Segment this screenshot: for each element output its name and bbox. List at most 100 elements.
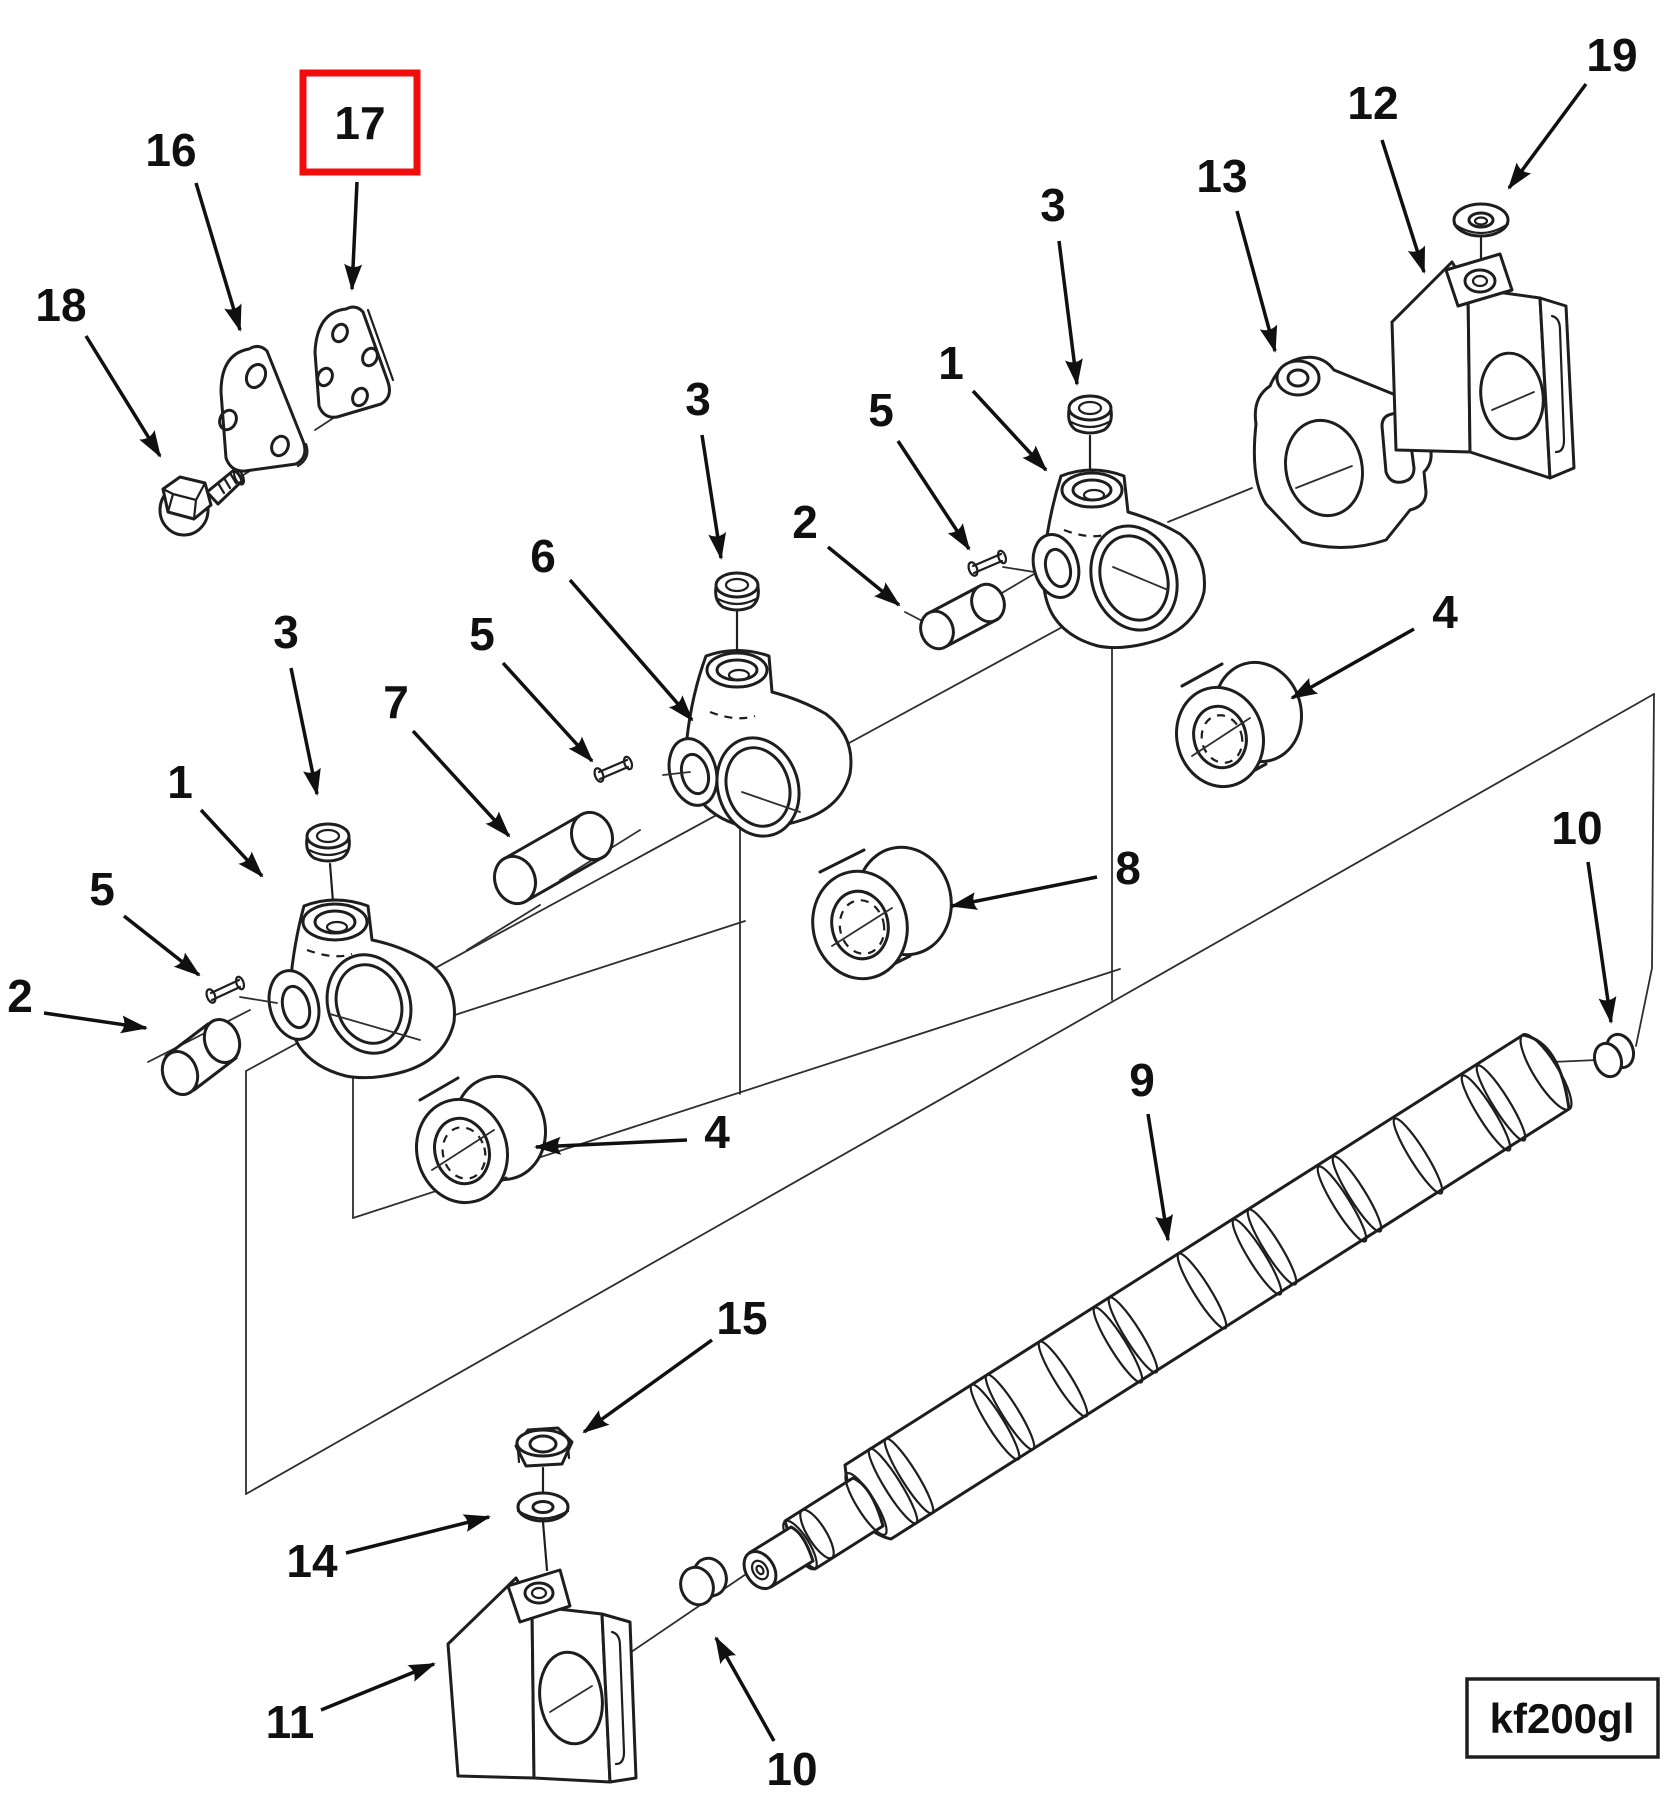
callout-1: 1 [938,337,1048,472]
callout-number: 2 [792,496,818,548]
callout-number: 11 [266,1696,315,1748]
callout-number: 10 [1551,802,1602,854]
callout-6: 6 [530,530,694,722]
callout-9: 9 [1129,1054,1173,1242]
callout-1: 1 [167,756,264,878]
callout-arrow [896,440,971,551]
callout-number: 18 [35,279,86,331]
callout-number: 2 [7,970,33,1022]
part-bolt [158,468,246,537]
callout-number: 15 [716,1292,767,1344]
callout-arrow [1235,210,1278,353]
callout-arrow [534,1136,688,1155]
callout-arrow [582,1338,714,1434]
part-pin-left [205,975,246,1004]
callout-number: 14 [286,1535,338,1587]
callout-17: 17 [299,69,421,291]
callout-arrow [1586,861,1617,1024]
callout-arrow [950,875,1098,910]
callout-10: 10 [714,1636,818,1795]
part-spacer-top [919,582,1006,651]
callout-arrow [84,335,162,458]
part-trunnion-right [1002,468,1206,649]
callout-number: 12 [1347,77,1398,129]
part-pin-top [967,549,1008,577]
figure-code-box: kf200gl [1465,1677,1660,1759]
part-spacer-left [160,1018,242,1096]
part-bracket-upper [1390,252,1576,480]
callout-arrow [194,182,242,332]
part-cap-right [1067,394,1113,435]
callout-2: 2 [7,970,148,1034]
callout-10: 10 [1551,802,1617,1024]
callout-arrow [971,389,1048,472]
callout-number: 7 [383,676,409,728]
part-bushing-middle [811,845,953,981]
part-washer-19 [1452,202,1510,238]
callout-number: 19 [1586,29,1637,81]
callout-arrow [122,914,201,977]
part-plate-16 [218,344,309,473]
part-cap-left [305,822,351,863]
part-plug-bottom [679,1556,728,1607]
callout-8: 8 [950,842,1141,910]
callout-arrow [1380,139,1426,274]
callout-number: 3 [273,606,299,658]
part-nut-15 [514,1426,574,1468]
callout-13: 13 [1196,150,1278,353]
callout-arrow [700,434,727,560]
callout-arrow [411,729,511,838]
highlight-box [299,69,421,176]
callout-3: 3 [273,606,321,796]
callout-number: 10 [766,1743,817,1795]
callout-number: 3 [1040,179,1066,231]
callout-4: 4 [1290,586,1458,700]
callout-arrow [1507,82,1588,190]
callout-number: 4 [1432,586,1458,638]
callout-14: 14 [286,1514,491,1587]
figure-code: kf200gl [1490,1695,1635,1742]
callout-arrow [345,1514,491,1555]
part-bracket-lower [446,1568,638,1784]
part-trunnion-left [239,898,456,1080]
callout-number: 6 [530,530,556,582]
callout-3: 3 [1040,179,1083,386]
callout-19: 19 [1507,29,1638,190]
callout-number: 8 [1115,842,1141,894]
callout-arrow [199,808,264,878]
callout-arrow [714,1636,776,1742]
part-bushing-right [1174,660,1304,789]
callout-arrow [43,1011,148,1034]
part-plate-17 [313,305,395,419]
callout-arrow [320,1662,436,1712]
callout-arrow [501,661,594,763]
part-camshaft [742,1033,1573,1591]
callout-number: 17 [334,97,385,149]
part-plug-right [1592,1032,1636,1079]
callout-5: 5 [469,608,594,763]
part-pin-middle [593,755,634,783]
callout-number: 3 [685,373,711,425]
callout-7: 7 [383,676,511,838]
part-spacer-middle [492,810,615,906]
part-bushing-left [414,1074,548,1205]
callout-number: 1 [938,337,964,389]
callout-arrow [344,181,363,291]
part-washer-14 [516,1491,570,1523]
callout-5: 5 [868,384,971,551]
callout-arrow [1290,627,1415,700]
callout-2: 2 [792,496,901,607]
callout-number: 16 [145,124,196,176]
part-trunnion-middle [662,649,853,838]
callout-11: 11 [266,1662,436,1748]
callout-number: 1 [167,756,193,808]
part-cap-middle [714,571,760,612]
callout-number: 9 [1129,1054,1155,1106]
callout-arrow [1057,240,1083,386]
callout-arrow [1146,1113,1173,1242]
callout-12: 12 [1347,77,1426,274]
callout-5: 5 [89,863,201,977]
